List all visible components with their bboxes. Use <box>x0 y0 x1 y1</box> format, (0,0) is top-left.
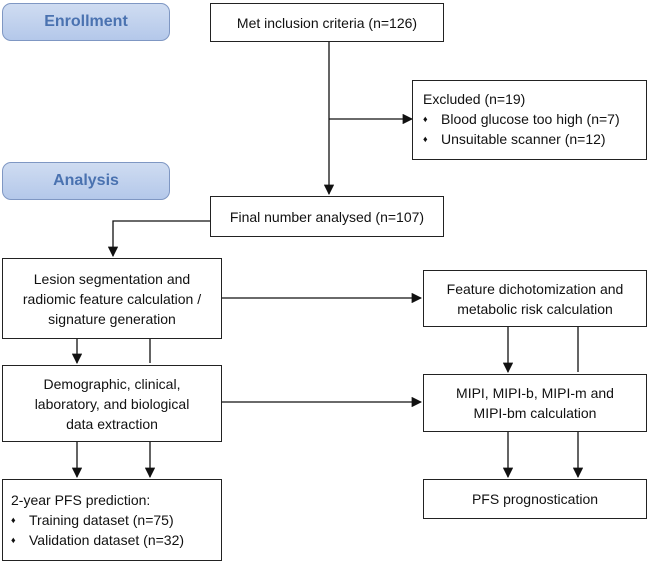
box-final-analysed: Final number analysed (n=107) <box>210 196 444 237</box>
lesion-line: radiomic feature calculation / <box>22 290 202 307</box>
mipi-line: MIPI-bm calculation <box>473 405 597 421</box>
pfs-prediction-item: Training dataset (n=75) <box>29 512 174 528</box>
excluded-item: Blood glucose too high (n=7) <box>441 111 620 127</box>
mipi-line: MIPI, MIPI-b, MIPI-m and <box>456 385 614 401</box>
list-item: ♦ Validation dataset (n=32) <box>11 530 213 550</box>
list-item: ♦ Training dataset (n=75) <box>11 510 213 530</box>
box-lesion-segmentation: Lesion segmentation and radiomic feature… <box>2 258 222 339</box>
box-feature-dichotomization: Feature dichotomization and metabolic ri… <box>423 270 647 327</box>
pfs-prediction-item: Validation dataset (n=32) <box>29 532 185 548</box>
lesion-line: signature generation <box>48 310 176 327</box>
box-demographic-extraction: Demographic, clinical, laboratory, and b… <box>2 365 222 442</box>
list-item: ♦ Blood glucose too high (n=7) <box>423 109 636 129</box>
box-excluded: Excluded (n=19) ♦ Blood glucose too high… <box>412 80 647 160</box>
box-pfs-prediction: 2-year PFS prediction: ♦ Training datase… <box>2 479 222 561</box>
diamond-bullet-icon: ♦ <box>423 134 428 144</box>
diamond-bullet-icon: ♦ <box>11 515 16 525</box>
feature-line: metabolic risk calculation <box>457 300 613 317</box>
demographic-line: Demographic, clinical, <box>43 375 181 392</box>
box-pfs-prognostication: PFS prognostication <box>423 479 647 519</box>
stage-enrollment: Enrollment <box>2 3 170 41</box>
diamond-bullet-icon: ♦ <box>423 114 428 124</box>
box-inclusion-criteria: Met inclusion criteria (n=126) <box>210 3 444 42</box>
stage-analysis: Analysis <box>2 162 170 200</box>
diamond-bullet-icon: ♦ <box>11 535 16 545</box>
demographic-line: laboratory, and biological <box>34 395 190 412</box>
box-mipi-calculation: MIPI, MIPI-b, MIPI-m and MIPI-bm calcula… <box>423 374 647 432</box>
arrow-final-to-lesion <box>107 220 210 258</box>
demographic-line: data extraction <box>66 415 158 432</box>
list-item: ♦ Unsuitable scanner (n=12) <box>423 129 636 149</box>
excluded-title: Excluded (n=19) <box>423 91 526 107</box>
pfs-prediction-title: 2-year PFS prediction: <box>11 492 151 508</box>
feature-line: Feature dichotomization and <box>446 280 624 297</box>
lesion-line: Lesion segmentation and <box>33 270 191 287</box>
excluded-item: Unsuitable scanner (n=12) <box>441 131 606 147</box>
